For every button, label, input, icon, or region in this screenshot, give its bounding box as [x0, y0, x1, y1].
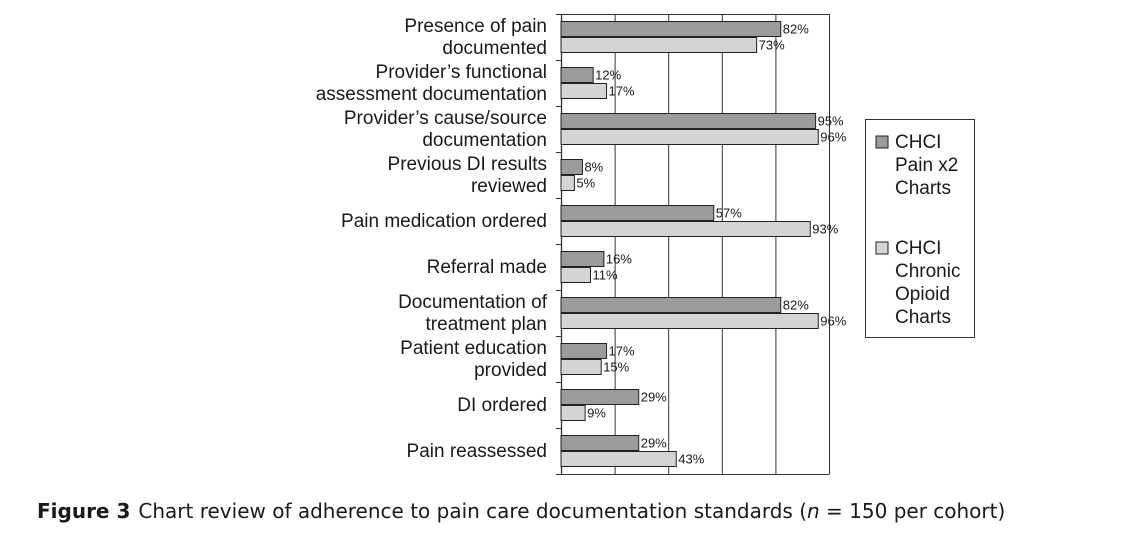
category-label: documentation [422, 130, 547, 151]
bar-series-1 [560, 21, 782, 37]
category-label: documented [442, 38, 547, 59]
category-label: Previous DI results [388, 154, 547, 175]
bar-series-1 [560, 159, 583, 175]
legend-entry-text: Pain x2 [895, 155, 958, 176]
value-label: 16% [606, 252, 632, 267]
legend-swatch-series-1 [875, 135, 889, 149]
bar-series-1 [560, 343, 608, 359]
legend-entry-text: CHCI [895, 238, 941, 259]
value-label: 29% [641, 390, 667, 405]
category-label: Pain reassessed [407, 441, 547, 462]
value-label: 9% [587, 406, 606, 421]
category-label: Provider’s functional [376, 62, 547, 83]
category-label: assessment documentation [316, 84, 547, 105]
caption-text-after: = 150 per cohort) [819, 499, 1006, 523]
value-label: 96% [820, 130, 846, 145]
value-label: 95% [818, 114, 844, 129]
bar-chart: 82%73%12%17%95%96%8%5%57%93%16%11%82%96%… [316, 14, 975, 475]
bar-series-2 [560, 83, 608, 99]
bar-series-2 [560, 267, 591, 283]
bar-series-2 [560, 175, 575, 191]
legend-entry-text: Charts [895, 178, 951, 199]
category-label: Patient education [400, 338, 547, 359]
value-label: 43% [678, 452, 704, 467]
value-label: 82% [783, 22, 809, 37]
category-label: provided [474, 360, 547, 381]
value-label: 12% [595, 68, 621, 83]
category-label: Provider’s cause/source [344, 108, 547, 129]
value-label: 82% [783, 298, 809, 313]
category-label: DI ordered [457, 395, 547, 416]
caption-n-symbol: n [807, 499, 820, 523]
figure-caption: Figure 3 Chart review of adherence to pai… [37, 499, 1127, 523]
value-label: 5% [576, 176, 595, 191]
legend-entry-text: Opioid [895, 284, 950, 305]
category-label: Documentation of [398, 292, 548, 313]
value-label: 17% [609, 344, 635, 359]
bar-series-1 [560, 205, 715, 221]
category-label: reviewed [471, 176, 547, 197]
bar-series-2 [560, 37, 758, 53]
bar-series-1 [560, 297, 782, 313]
bar-series-2 [560, 451, 677, 467]
legend-entry-text: CHCI [895, 132, 941, 153]
value-label: 8% [584, 160, 603, 175]
legend-swatch-series-2 [875, 241, 889, 255]
bar-series-2 [560, 221, 811, 237]
bar-series-1 [560, 389, 640, 405]
category-label: Presence of pain [404, 16, 547, 37]
category-label: treatment plan [426, 314, 547, 335]
bar-series-1 [560, 435, 640, 451]
bars [560, 21, 819, 467]
category-label: Referral made [427, 257, 547, 278]
category-label: Pain medication ordered [341, 211, 547, 232]
value-label: 15% [603, 360, 629, 375]
value-labels: 82%73%12%17%95%96%8%5%57%93%16%11%82%96%… [576, 22, 846, 467]
caption-text-before: Chart review of adherence to pain care d… [138, 499, 807, 523]
bar-series-2 [560, 313, 819, 329]
bar-series-1 [560, 67, 594, 83]
bar-series-1 [560, 251, 605, 267]
value-label: 17% [609, 84, 635, 99]
figure-label: Figure 3 [37, 499, 131, 523]
value-label: 57% [716, 206, 742, 221]
legend-entry-text: Chronic [895, 261, 960, 282]
legend-box [865, 119, 975, 338]
value-label: 73% [759, 38, 785, 53]
value-label: 93% [812, 222, 838, 237]
bar-series-2 [560, 129, 819, 145]
legend-entry-text: Charts [895, 307, 951, 328]
bar-series-2 [560, 405, 586, 421]
bar-series-2 [560, 359, 602, 375]
bar-series-1 [560, 113, 817, 129]
value-label: 29% [641, 436, 667, 451]
value-label: 96% [820, 314, 846, 329]
value-label: 11% [592, 268, 617, 283]
